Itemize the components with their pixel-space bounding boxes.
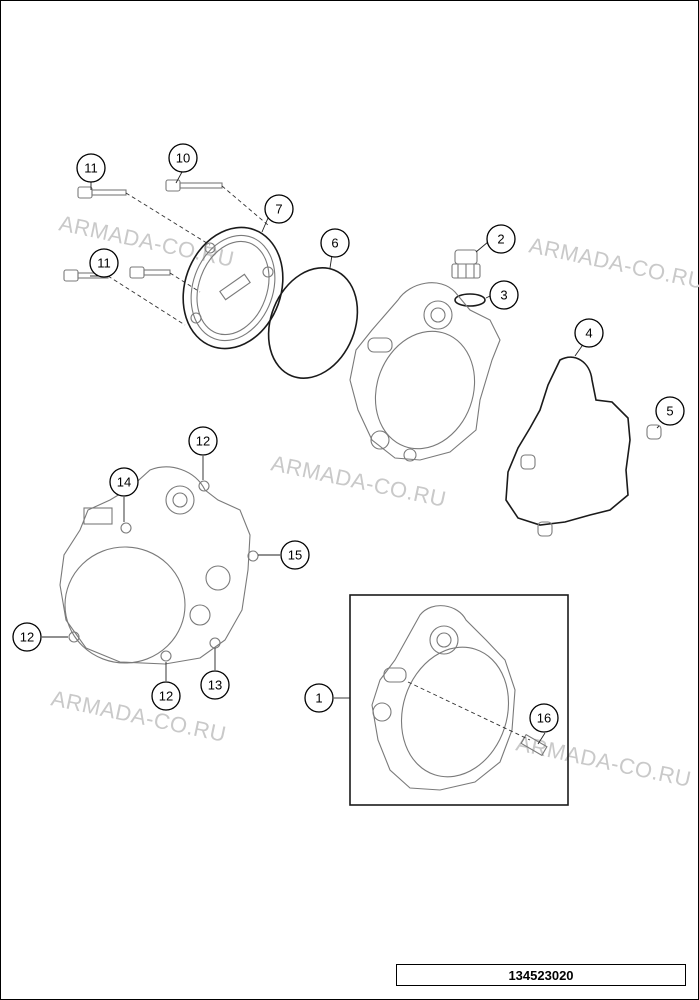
- o-ring: [267, 267, 359, 379]
- callout-label: 1: [315, 691, 322, 706]
- callout-12-left: 12: [12, 622, 42, 652]
- watermark: ARMADA-CO.RU: [527, 232, 699, 294]
- callout-label: 10: [176, 151, 190, 166]
- leader-lines: [42, 171, 660, 745]
- callout-16: 16: [529, 703, 559, 733]
- outer-cover: [182, 226, 284, 350]
- clutch-cover-lower: [59, 466, 259, 665]
- callout-label: 6: [331, 236, 338, 251]
- bolt-short: [129, 266, 171, 279]
- seal-ring: [454, 293, 486, 307]
- callout-label: 14: [117, 475, 131, 490]
- callout-label: 12: [196, 434, 210, 449]
- callout-7: 7: [264, 194, 294, 224]
- callout-5: 5: [655, 396, 685, 426]
- callout-12-bottom: 12: [151, 681, 181, 711]
- cover-gasket: [505, 356, 631, 526]
- callout-label: 4: [585, 326, 592, 341]
- callout-label: 12: [159, 689, 173, 704]
- clutch-cover-assembly: [371, 605, 548, 791]
- callout-10: 10: [168, 143, 198, 173]
- callout-label: 15: [288, 548, 302, 563]
- callout-3: 3: [489, 280, 519, 310]
- callout-1: 1: [304, 683, 334, 713]
- callout-label: 2: [497, 232, 504, 247]
- watermark-layer: ARMADA-CO.RU ARMADA-CO.RU ARMADA-CO.RU A…: [49, 210, 699, 792]
- clutch-cover-upper: [349, 282, 501, 462]
- callout-label: 11: [84, 161, 98, 176]
- bolt-top-left: [77, 186, 127, 199]
- callout-11-mid: 11: [89, 248, 119, 278]
- callout-2: 2: [486, 224, 516, 254]
- callout-13: 13: [200, 670, 230, 700]
- watermark: ARMADA-CO.RU: [49, 685, 229, 747]
- callout-11-top: 11: [76, 153, 106, 183]
- callout-label: 16: [537, 711, 551, 726]
- assembly-box: [349, 594, 569, 806]
- callout-label: 11: [97, 256, 111, 271]
- dowel-pins: [520, 424, 662, 537]
- callout-15: 15: [280, 540, 310, 570]
- bolt-long: [165, 179, 223, 192]
- callout-label: 3: [500, 288, 507, 303]
- callout-12-top: 12: [188, 426, 218, 456]
- callout-6: 6: [320, 228, 350, 258]
- oil-plug: [451, 249, 481, 279]
- callout-label: 5: [666, 404, 673, 419]
- callout-14: 14: [109, 467, 139, 497]
- reference-number: 134523020: [396, 964, 686, 986]
- callout-4: 4: [574, 318, 604, 348]
- watermark: ARMADA-CO.RU: [57, 210, 237, 272]
- callout-label: 12: [20, 630, 34, 645]
- callout-label: 13: [208, 678, 222, 693]
- callout-label: 7: [275, 202, 282, 217]
